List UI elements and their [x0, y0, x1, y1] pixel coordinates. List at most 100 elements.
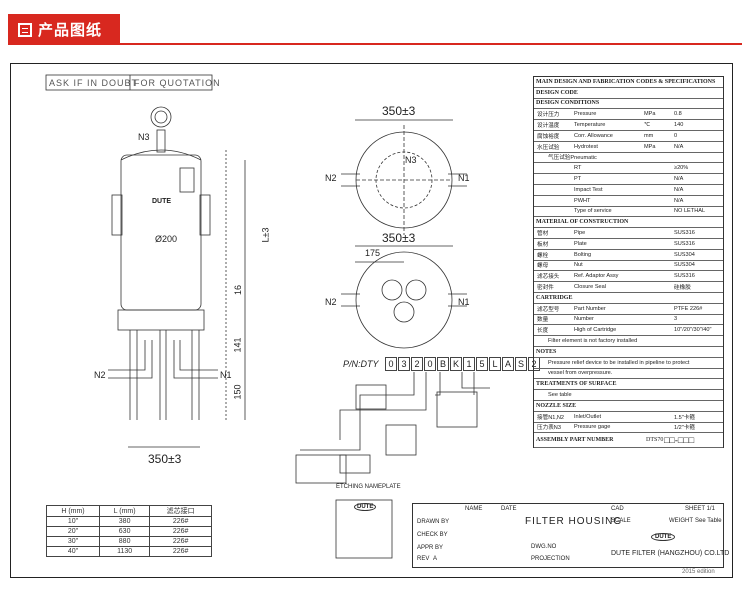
spec-cell: 滤芯型号 [537, 306, 560, 313]
hl-header: 滤芯接口 [149, 505, 212, 517]
label-n1-bottom: N1 [458, 297, 470, 307]
spec-cell: 硅橡胶 [674, 285, 691, 292]
spec-cell: Part Number [574, 305, 606, 312]
spec-cell: 螺栓 [537, 252, 549, 259]
spec-cell: 3 [674, 316, 678, 323]
banner-tag: 产品图纸 [8, 14, 120, 45]
pn-lines [300, 372, 490, 451]
dim-150: 150 [232, 384, 243, 400]
hl-cell: 20" [46, 526, 100, 537]
spec-cell: 1/2"卡箍 [674, 425, 695, 432]
spec-cell: Nut [574, 262, 583, 269]
pn-char: 0 [424, 357, 436, 371]
spec-cart-note: Filter element is not factory installed [534, 336, 723, 347]
dim-141: 141 [232, 337, 243, 353]
spec-row: RT≥20% [534, 163, 723, 175]
title-block: NAME DATE DRAWN BY CHECK BY APPR BY REV … [412, 503, 729, 568]
tb-brand: DUTE [651, 533, 676, 541]
label-n2-top: N2 [325, 173, 337, 183]
dim-16: 16 [233, 284, 244, 296]
spec-cell: Plate [574, 240, 587, 247]
hl-cell: 40" [46, 546, 100, 557]
tb-dwg: DWG.NO [531, 544, 557, 550]
header-note-left: ASK IF IN DOUBT [49, 78, 139, 88]
spec-treat: TREATMENTS OF SURFACE [534, 379, 723, 391]
etching-label: ETCHING NAMEPLATE [336, 484, 401, 490]
spec-note-line: vessel from overpressure. [534, 369, 723, 380]
spec-cell: Hydrotest [574, 143, 598, 150]
tb-drawn: DRAWN BY [417, 519, 450, 525]
hl-cell: 226# [149, 536, 212, 547]
spec-nozzle: NOZZLE SIZE [534, 401, 723, 412]
hl-header: H (mm) [46, 505, 100, 517]
hl-cell: 226# [149, 526, 212, 537]
tb-projection: PROJECTION [531, 556, 570, 562]
spec-cell: SUS316 [674, 240, 695, 247]
tb-check: CHECK BY [417, 532, 448, 538]
spec-cell: PWHT [574, 197, 591, 204]
spec-cell: Pressure gage [574, 424, 611, 431]
assembly-label: ASSEMBLY PART NUMBER [536, 437, 614, 444]
vessel-brand: DUTE [152, 198, 172, 205]
tb-name: NAME [465, 506, 483, 512]
nameplate-brand: DUTE [354, 503, 377, 511]
spec-cell: 10"/20"/30"/40" [674, 327, 712, 334]
tb-company: DUTE FILTER (HANGZHOU) CO.LTD [611, 550, 730, 557]
spec-material: MATERIAL OF CONSTRUCTION [534, 217, 723, 229]
spec-cell: 0.8 [674, 111, 682, 118]
tb-product: FILTER HOUSING [525, 516, 623, 527]
spec-design-code: DESIGN CODE [534, 88, 723, 99]
banner-underline [120, 43, 742, 45]
tb-weight: WEIGHT [669, 518, 693, 524]
tb-cad: CAD [611, 506, 624, 512]
spec-cell: MPa [644, 111, 656, 118]
spec-cell: Bolting [574, 251, 592, 258]
drawing-sheet [10, 63, 733, 578]
spec-cell: 0 [674, 132, 678, 139]
spec-cell: Corr. Allowance [574, 132, 613, 139]
tb-appr: APPR BY [417, 545, 444, 551]
spec-cell: 腐蚀裕度 [537, 133, 560, 140]
spec-cell: N/A [674, 176, 684, 183]
spec-cell: Impact Test [574, 186, 603, 193]
banner-title: 产品图纸 [38, 22, 103, 39]
spec-cell: 螺母 [537, 263, 549, 270]
hl-cell: 226# [149, 516, 212, 527]
spec-cell: 1.5"卡箍 [674, 414, 695, 421]
assembly-value: DTS70 [646, 437, 664, 444]
spec-cell: N/A [674, 143, 684, 150]
tb-scale: SCALE [611, 518, 631, 524]
tb-rev-val: A [433, 556, 438, 562]
dim-width-mid: 350±3 [382, 231, 416, 245]
spec-title: MAIN DESIGN AND FABRICATION CODES & SPEC… [534, 77, 723, 88]
assembly-code: □□-□□□ [664, 435, 695, 446]
spec-table: MAIN DESIGN AND FABRICATION CODES & SPEC… [533, 76, 724, 449]
spec-assembly: ASSEMBLY PART NUMBER DTS70□□-□□□ [534, 433, 723, 449]
spec-cell: Pipe [574, 230, 586, 237]
spec-cell: Number [574, 316, 594, 323]
label-n1-front: N1 [220, 370, 232, 380]
pn-char: 2 [411, 357, 423, 371]
label-n3-top: N3 [405, 155, 417, 165]
pn-char: A [502, 357, 514, 371]
spec-cell: SUS316 [674, 230, 695, 237]
spec-cartridge: CARTRIDGE [534, 293, 723, 304]
hl-cell: 226# [149, 546, 212, 557]
label-n3-front: N3 [138, 132, 150, 142]
hl-cell: 30" [46, 536, 100, 547]
